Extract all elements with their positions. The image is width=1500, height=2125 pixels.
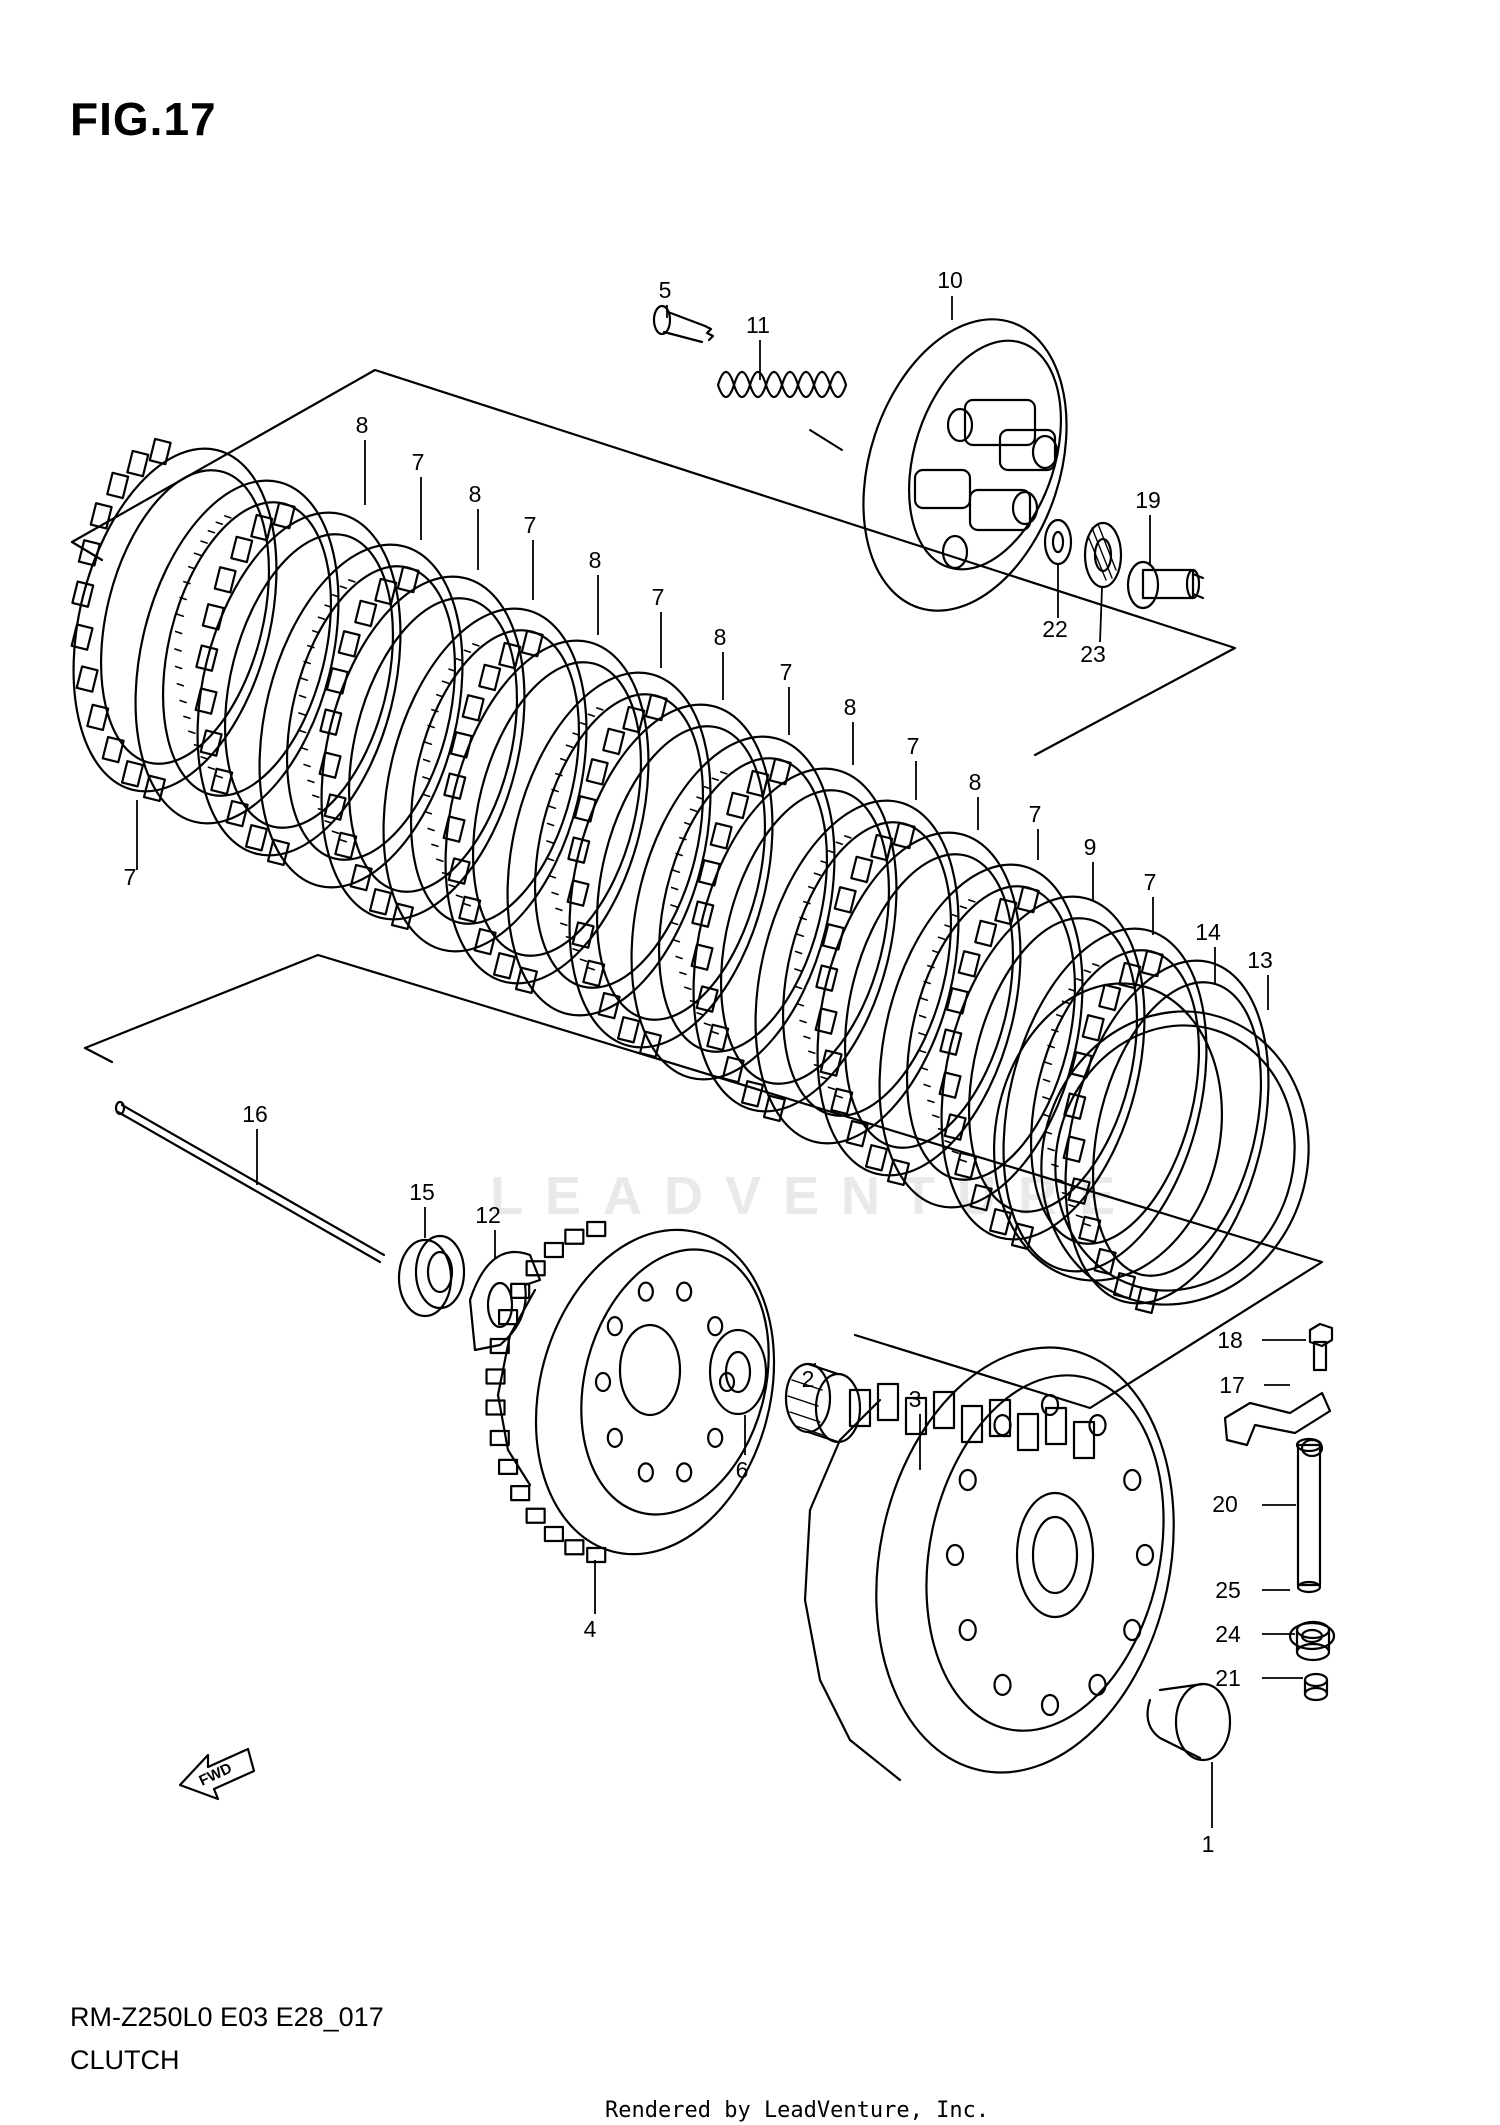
callout-25: 25 [1215,1577,1241,1603]
spring-seat-14 [992,982,1224,1282]
bolt-5 [652,304,715,344]
callout-8: 8 [589,547,602,573]
callout-15: 15 [409,1179,435,1205]
drive-plate [566,693,774,1059]
drive-plate [194,501,402,867]
clutch-plate-stack [70,437,1270,1315]
thrust-washer-6 [708,1328,768,1416]
driven-plate [878,863,1084,1209]
model-code: RM-Z250L0 E03 E28_017 [70,2002,384,2032]
callout-14: 14 [1195,919,1221,945]
callout-11: 11 [746,312,770,338]
callout-5: 5 [659,277,672,303]
callout-7: 7 [780,659,793,685]
callout-7: 7 [652,584,665,610]
driven-plate [630,735,836,1081]
callout-7: 7 [907,733,920,759]
drive-plate [938,885,1146,1251]
callout-16: 16 [242,1101,268,1127]
spacer-1 [1146,1682,1232,1762]
drive-plate [814,821,1022,1187]
upper-frame [70,368,1237,757]
callout-8: 8 [844,694,857,720]
driven-plate [1002,927,1208,1273]
release-shaft-20 [1295,1437,1323,1594]
leader-line [1099,587,1103,643]
forward-arrow-icon [178,1747,256,1801]
callout-9: 9 [1084,834,1097,860]
callout-3: 3 [909,1386,922,1412]
callout-8: 8 [714,624,727,650]
callout-1: 1 [1202,1831,1215,1857]
callout-13: 13 [1247,947,1273,973]
footer-credit: Rendered by LeadVenture, Inc. [605,2098,990,2123]
push-rod-16 [114,1100,386,1264]
callout-7: 7 [1144,869,1157,895]
pressure-plate-10 [862,318,1068,612]
drive-plate [318,565,526,931]
figure-title: FIG.17 [70,93,217,145]
clutch-hub-4 [485,1220,776,1564]
wire-ring-13 [1040,1010,1310,1306]
callout-22: 22 [1042,616,1068,642]
spring-11 [716,370,848,399]
callout-20: 20 [1212,1491,1238,1517]
release-rack-19 [1126,560,1205,610]
callout-7: 7 [524,512,537,538]
callout-12: 12 [475,1202,501,1228]
thrust-bearing-23 [1083,521,1123,589]
hub-nut-15 [397,1234,466,1318]
clutch-housing-3 [803,1346,1175,1782]
drive-plate [690,757,898,1123]
bearing-24 [1295,1620,1331,1662]
callout-2: 2 [802,1366,815,1392]
drive-plate [442,629,650,995]
callout-21: 21 [1215,1665,1241,1691]
callout-19: 19 [1135,487,1161,513]
callout-6: 6 [736,1457,749,1483]
bearing-21 [1303,1672,1329,1702]
callout-17: 17 [1219,1372,1245,1398]
callout-8: 8 [356,412,369,438]
callout-8: 8 [969,769,982,795]
callout-8: 8 [469,481,482,507]
bolt-18 [1308,1322,1334,1372]
washer-22 [1043,518,1073,566]
lower-frame [83,953,1324,1410]
callout-7: 7 [412,449,425,475]
callout-24: 24 [1215,1621,1241,1647]
needle-bearing-2 [784,1362,862,1444]
section-name: CLUTCH [70,2045,180,2075]
callout-18: 18 [1217,1327,1243,1353]
callout-4: 4 [584,1616,597,1642]
callout-7: 7 [124,864,137,890]
callout-23: 23 [1080,641,1106,667]
callout-7: 7 [1029,801,1042,827]
callout-10: 10 [937,267,963,293]
lever-17 [1223,1391,1332,1458]
drive-plate [70,437,278,803]
